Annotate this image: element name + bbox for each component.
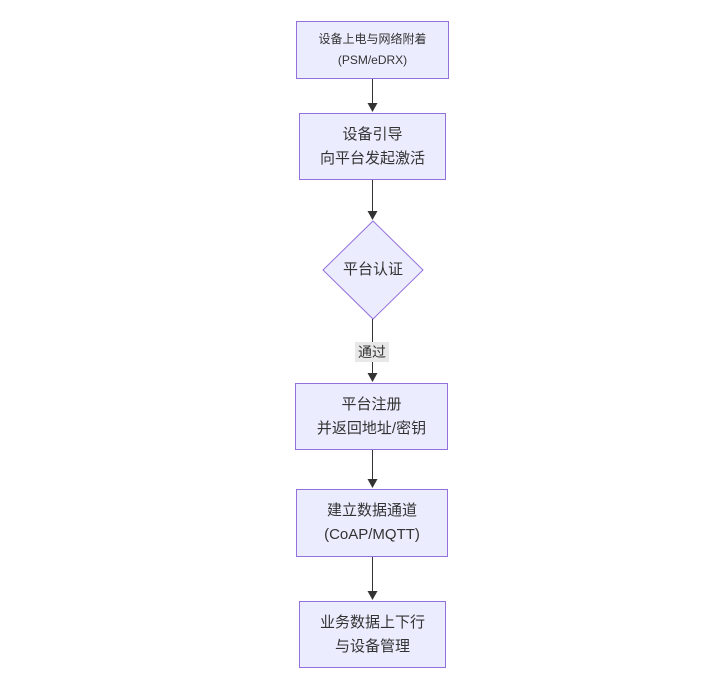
flowchart-edge-label: 通过 bbox=[355, 342, 389, 362]
arrowhead-icon-5 bbox=[367, 591, 378, 600]
arrowhead-icon-3 bbox=[367, 373, 378, 382]
node-line: 平台认证 bbox=[342, 261, 403, 278]
node-platform-register: 平台注册 并返回地址/密钥 bbox=[295, 383, 448, 450]
node-line: 业务数据上下行 bbox=[319, 613, 425, 631]
node-power-attach: 设备上电与网络附着 (PSM/eDRX) bbox=[296, 21, 449, 79]
node-line: 设备引导 bbox=[342, 125, 403, 143]
arrowhead-icon-2 bbox=[367, 211, 378, 220]
node-line: 平台注册 bbox=[341, 395, 402, 413]
node-bootstrap: 设备引导 向平台发起激活 bbox=[299, 113, 446, 180]
node-line: (CoAP/MQTT) bbox=[324, 526, 420, 543]
node-platform-auth-label: 平台认证 bbox=[323, 258, 423, 282]
node-line: 向平台发起激活 bbox=[319, 149, 425, 167]
arrowhead-icon-1 bbox=[367, 103, 378, 112]
node-data-channel: 建立数据通道 (CoAP/MQTT) bbox=[296, 489, 448, 557]
node-line: 并返回地址/密钥 bbox=[316, 419, 427, 437]
node-line: (PSM/eDRX) bbox=[337, 53, 408, 67]
arrowhead-icon-4 bbox=[367, 479, 378, 488]
node-business-data: 业务数据上下行 与设备管理 bbox=[299, 601, 446, 668]
node-line: 设备上电与网络附着 bbox=[318, 32, 427, 46]
node-line: 与设备管理 bbox=[334, 637, 410, 655]
node-line: 建立数据通道 bbox=[326, 502, 417, 519]
